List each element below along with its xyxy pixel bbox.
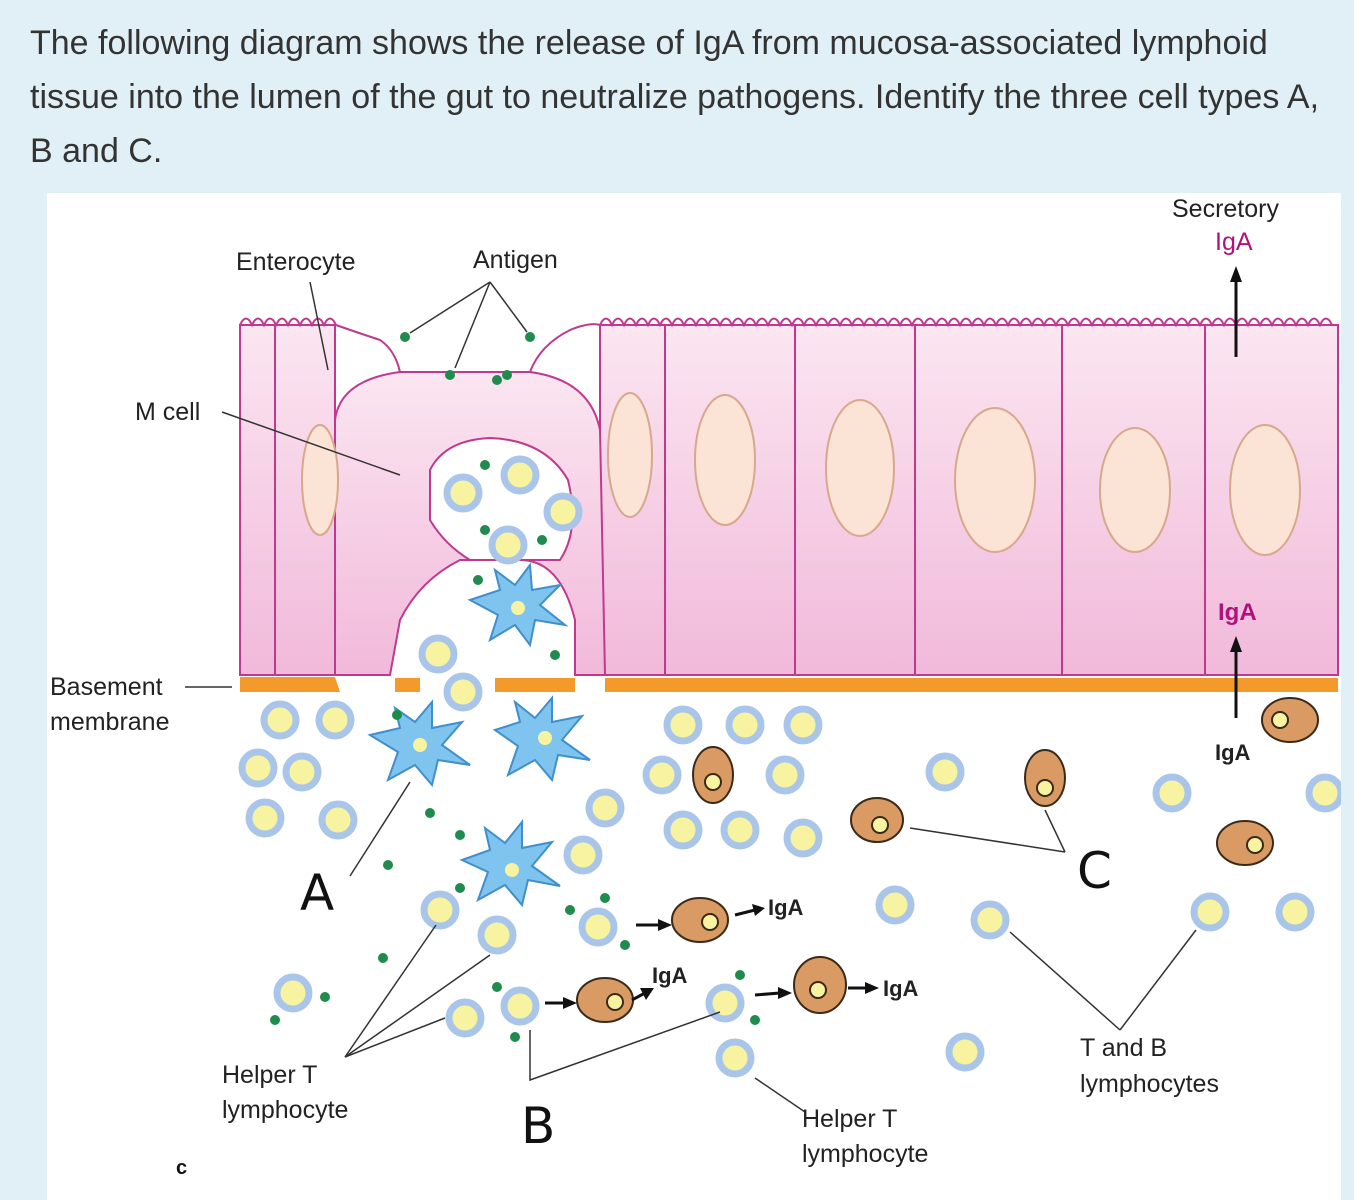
label-m-cell: M cell xyxy=(135,398,200,426)
leader-lines xyxy=(185,281,1197,1113)
label-b: B xyxy=(521,1097,555,1155)
antigen-dots xyxy=(270,332,760,1042)
label-a: A xyxy=(300,864,334,922)
arrows xyxy=(545,266,1242,1009)
label-lymphocyte-right: lymphocyte xyxy=(802,1140,928,1168)
label-iga-lamina: IgA xyxy=(1215,740,1251,765)
label-iga-1: IgA xyxy=(768,895,804,920)
label-secretory-iga: IgA xyxy=(1215,228,1253,256)
labels: Secretory IgA Enterocyte Antigen M cell … xyxy=(50,195,1279,1179)
dendritic-cells xyxy=(367,562,591,908)
label-c: C xyxy=(1077,842,1112,900)
diagram-panel: Secretory IgA Enterocyte Antigen M cell … xyxy=(47,193,1341,1200)
label-basement: Basement xyxy=(50,673,163,701)
label-antigen: Antigen xyxy=(473,246,558,274)
microvilli-right xyxy=(529,317,1338,373)
label-helper-t-right: Helper T xyxy=(802,1105,897,1133)
plasma-cells xyxy=(576,697,1319,1023)
label-enterocyte: Enterocyte xyxy=(236,248,356,276)
panel-letter: c xyxy=(176,1157,187,1179)
label-iga-epithelium: IgA xyxy=(1218,599,1257,626)
label-lymphocytes: lymphocytes xyxy=(1080,1070,1219,1098)
question-text: The following diagram shows the release … xyxy=(30,24,1320,170)
label-iga-2: IgA xyxy=(652,963,688,988)
microvilli xyxy=(239,317,401,373)
mucosa-diagram: Secretory IgA Enterocyte Antigen M cell … xyxy=(50,195,1341,1179)
label-iga-3: IgA xyxy=(883,976,919,1001)
label-t-and-b: T and B xyxy=(1080,1034,1167,1062)
basement-membrane xyxy=(240,677,1338,692)
lymphocytes xyxy=(238,455,1341,1078)
label-secretory: Secretory xyxy=(1172,195,1279,223)
label-membrane: membrane xyxy=(50,708,170,736)
nuclei xyxy=(301,392,1301,556)
label-helper-t-left: Helper T xyxy=(222,1061,317,1089)
label-lymphocyte-left: lymphocyte xyxy=(222,1096,348,1124)
epithelium xyxy=(239,317,1339,676)
